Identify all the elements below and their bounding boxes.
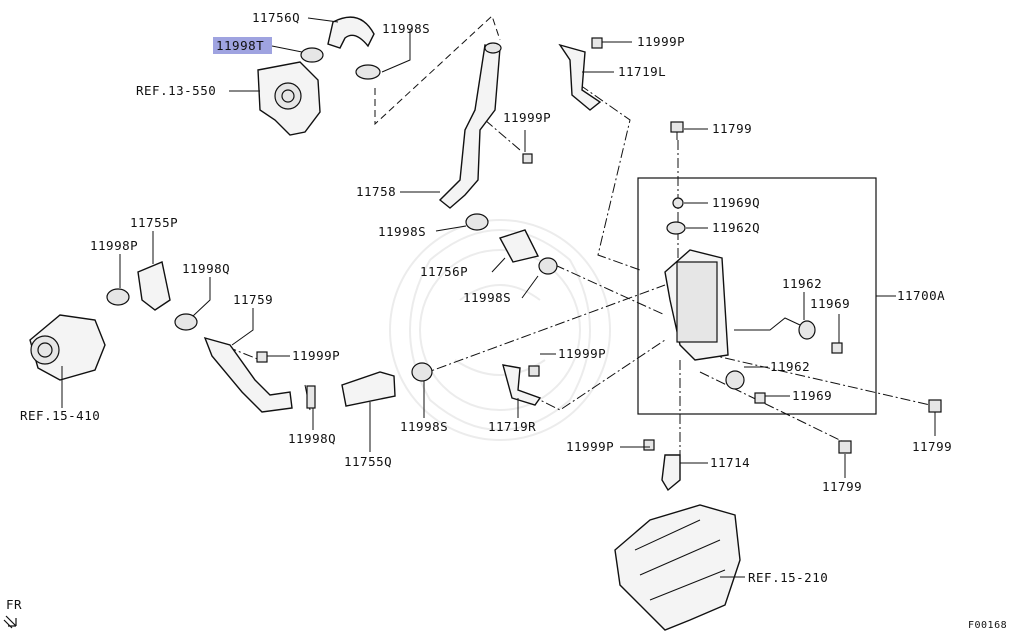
part-bolt-11999P-mid <box>522 153 533 164</box>
part-turbo-ref15-410 <box>29 314 106 381</box>
part-hose-11756Q <box>327 16 375 49</box>
part-clamp-11998T <box>300 47 324 63</box>
label-11962-bottom[interactable]: 11962 <box>770 359 810 374</box>
label-ref15-410[interactable]: REF.15-410 <box>20 408 100 423</box>
part-clamp-11998S-mid <box>465 213 489 231</box>
label-11998P[interactable]: 11998P <box>90 238 138 253</box>
label-11719L[interactable]: 11719L <box>618 64 666 79</box>
label-11759[interactable]: 11759 <box>233 292 273 307</box>
leader-lines <box>61 17 936 578</box>
part-bracket-11719R <box>502 364 542 406</box>
label-11962-top[interactable]: 11962 <box>782 276 822 291</box>
part-clamp-11998S-top <box>355 64 381 80</box>
part-clamp-11998Q-top <box>174 313 198 331</box>
label-11969Q[interactable]: 11969Q <box>712 195 760 210</box>
part-clamp-11998Q-bottom <box>306 385 316 409</box>
label-11962Q[interactable]: 11962Q <box>712 220 760 235</box>
label-11755P[interactable]: 11755P <box>130 215 178 230</box>
label-11758[interactable]: 11758 <box>356 184 396 199</box>
part-bracket-11714 <box>661 454 681 492</box>
label-ref15-210[interactable]: REF.15-210 <box>748 570 828 585</box>
label-11799-right[interactable]: 11799 <box>912 439 952 454</box>
label-11998S-right[interactable]: 11998S <box>463 290 511 305</box>
label-11998Q-bottom[interactable]: 11998Q <box>288 431 336 446</box>
label-11998T[interactable]: 11998T <box>216 38 264 53</box>
front-arrow-icon <box>3 615 17 629</box>
part-hose-11756P <box>498 229 540 263</box>
label-11719R[interactable]: 11719R <box>488 419 536 434</box>
figure-code: F00168 <box>968 620 1007 631</box>
part-bolt-11799-bottom <box>838 440 852 454</box>
part-hose-11755Q <box>341 371 396 407</box>
label-11998S-mid[interactable]: 11998S <box>378 224 426 239</box>
label-11969-bottom[interactable]: 11969 <box>792 388 832 403</box>
label-11700A[interactable]: 11700A <box>897 288 945 303</box>
label-11799-top[interactable]: 11799 <box>712 121 752 136</box>
label-11998Q-top[interactable]: 11998Q <box>182 261 230 276</box>
label-11999P-mid[interactable]: 11999P <box>503 110 551 125</box>
part-bolt-11799-top <box>670 121 684 140</box>
label-11999P-top[interactable]: 11999P <box>637 34 685 49</box>
front-direction-label: FR <box>6 597 22 612</box>
label-ref13-550[interactable]: REF.13-550 <box>136 83 216 98</box>
label-11799-bottom[interactable]: 11799 <box>822 479 862 494</box>
part-throttle-body-ref13-550 <box>257 61 321 136</box>
assembly-lines <box>209 15 931 460</box>
label-11756P[interactable]: 11756P <box>420 264 468 279</box>
part-labels: 11756Q 11998T 11998S REF.13-550 11999P 1… <box>6 10 1007 631</box>
part-clamp-11998S-right <box>538 257 558 275</box>
label-11998S-bottom[interactable]: 11998S <box>400 419 448 434</box>
label-11999P-right[interactable]: 11999P <box>558 346 606 361</box>
part-clamp-11998P <box>106 288 130 306</box>
part-bolt-11799-right <box>928 399 942 413</box>
label-11999P-left[interactable]: 11999P <box>292 348 340 363</box>
part-clamp-11998S-bottom <box>411 362 433 382</box>
watermark-emblem <box>389 219 611 441</box>
label-11998S-top[interactable]: 11998S <box>382 21 430 36</box>
part-bolt-11999P-right <box>528 365 540 377</box>
part-hose-11759 <box>203 336 293 413</box>
label-11755Q[interactable]: 11755Q <box>344 454 392 469</box>
label-11756Q[interactable]: 11756Q <box>252 10 300 25</box>
label-11714[interactable]: 11714 <box>710 455 750 470</box>
part-bracket-11719L <box>558 43 602 111</box>
part-hose-11755P <box>137 261 171 311</box>
part-manifold-ref15-210 <box>614 504 741 631</box>
label-11999P-bottom[interactable]: 11999P <box>566 439 614 454</box>
part-bolt-11999P-bottom <box>643 439 655 451</box>
part-bolt-11999P-left <box>256 351 268 363</box>
part-hose-11758 <box>438 42 502 209</box>
part-bolt-11999P-top <box>591 37 603 49</box>
label-11969-top[interactable]: 11969 <box>810 296 850 311</box>
part-intercooler-11700A <box>637 177 877 415</box>
selected-part-highlight <box>213 37 272 54</box>
